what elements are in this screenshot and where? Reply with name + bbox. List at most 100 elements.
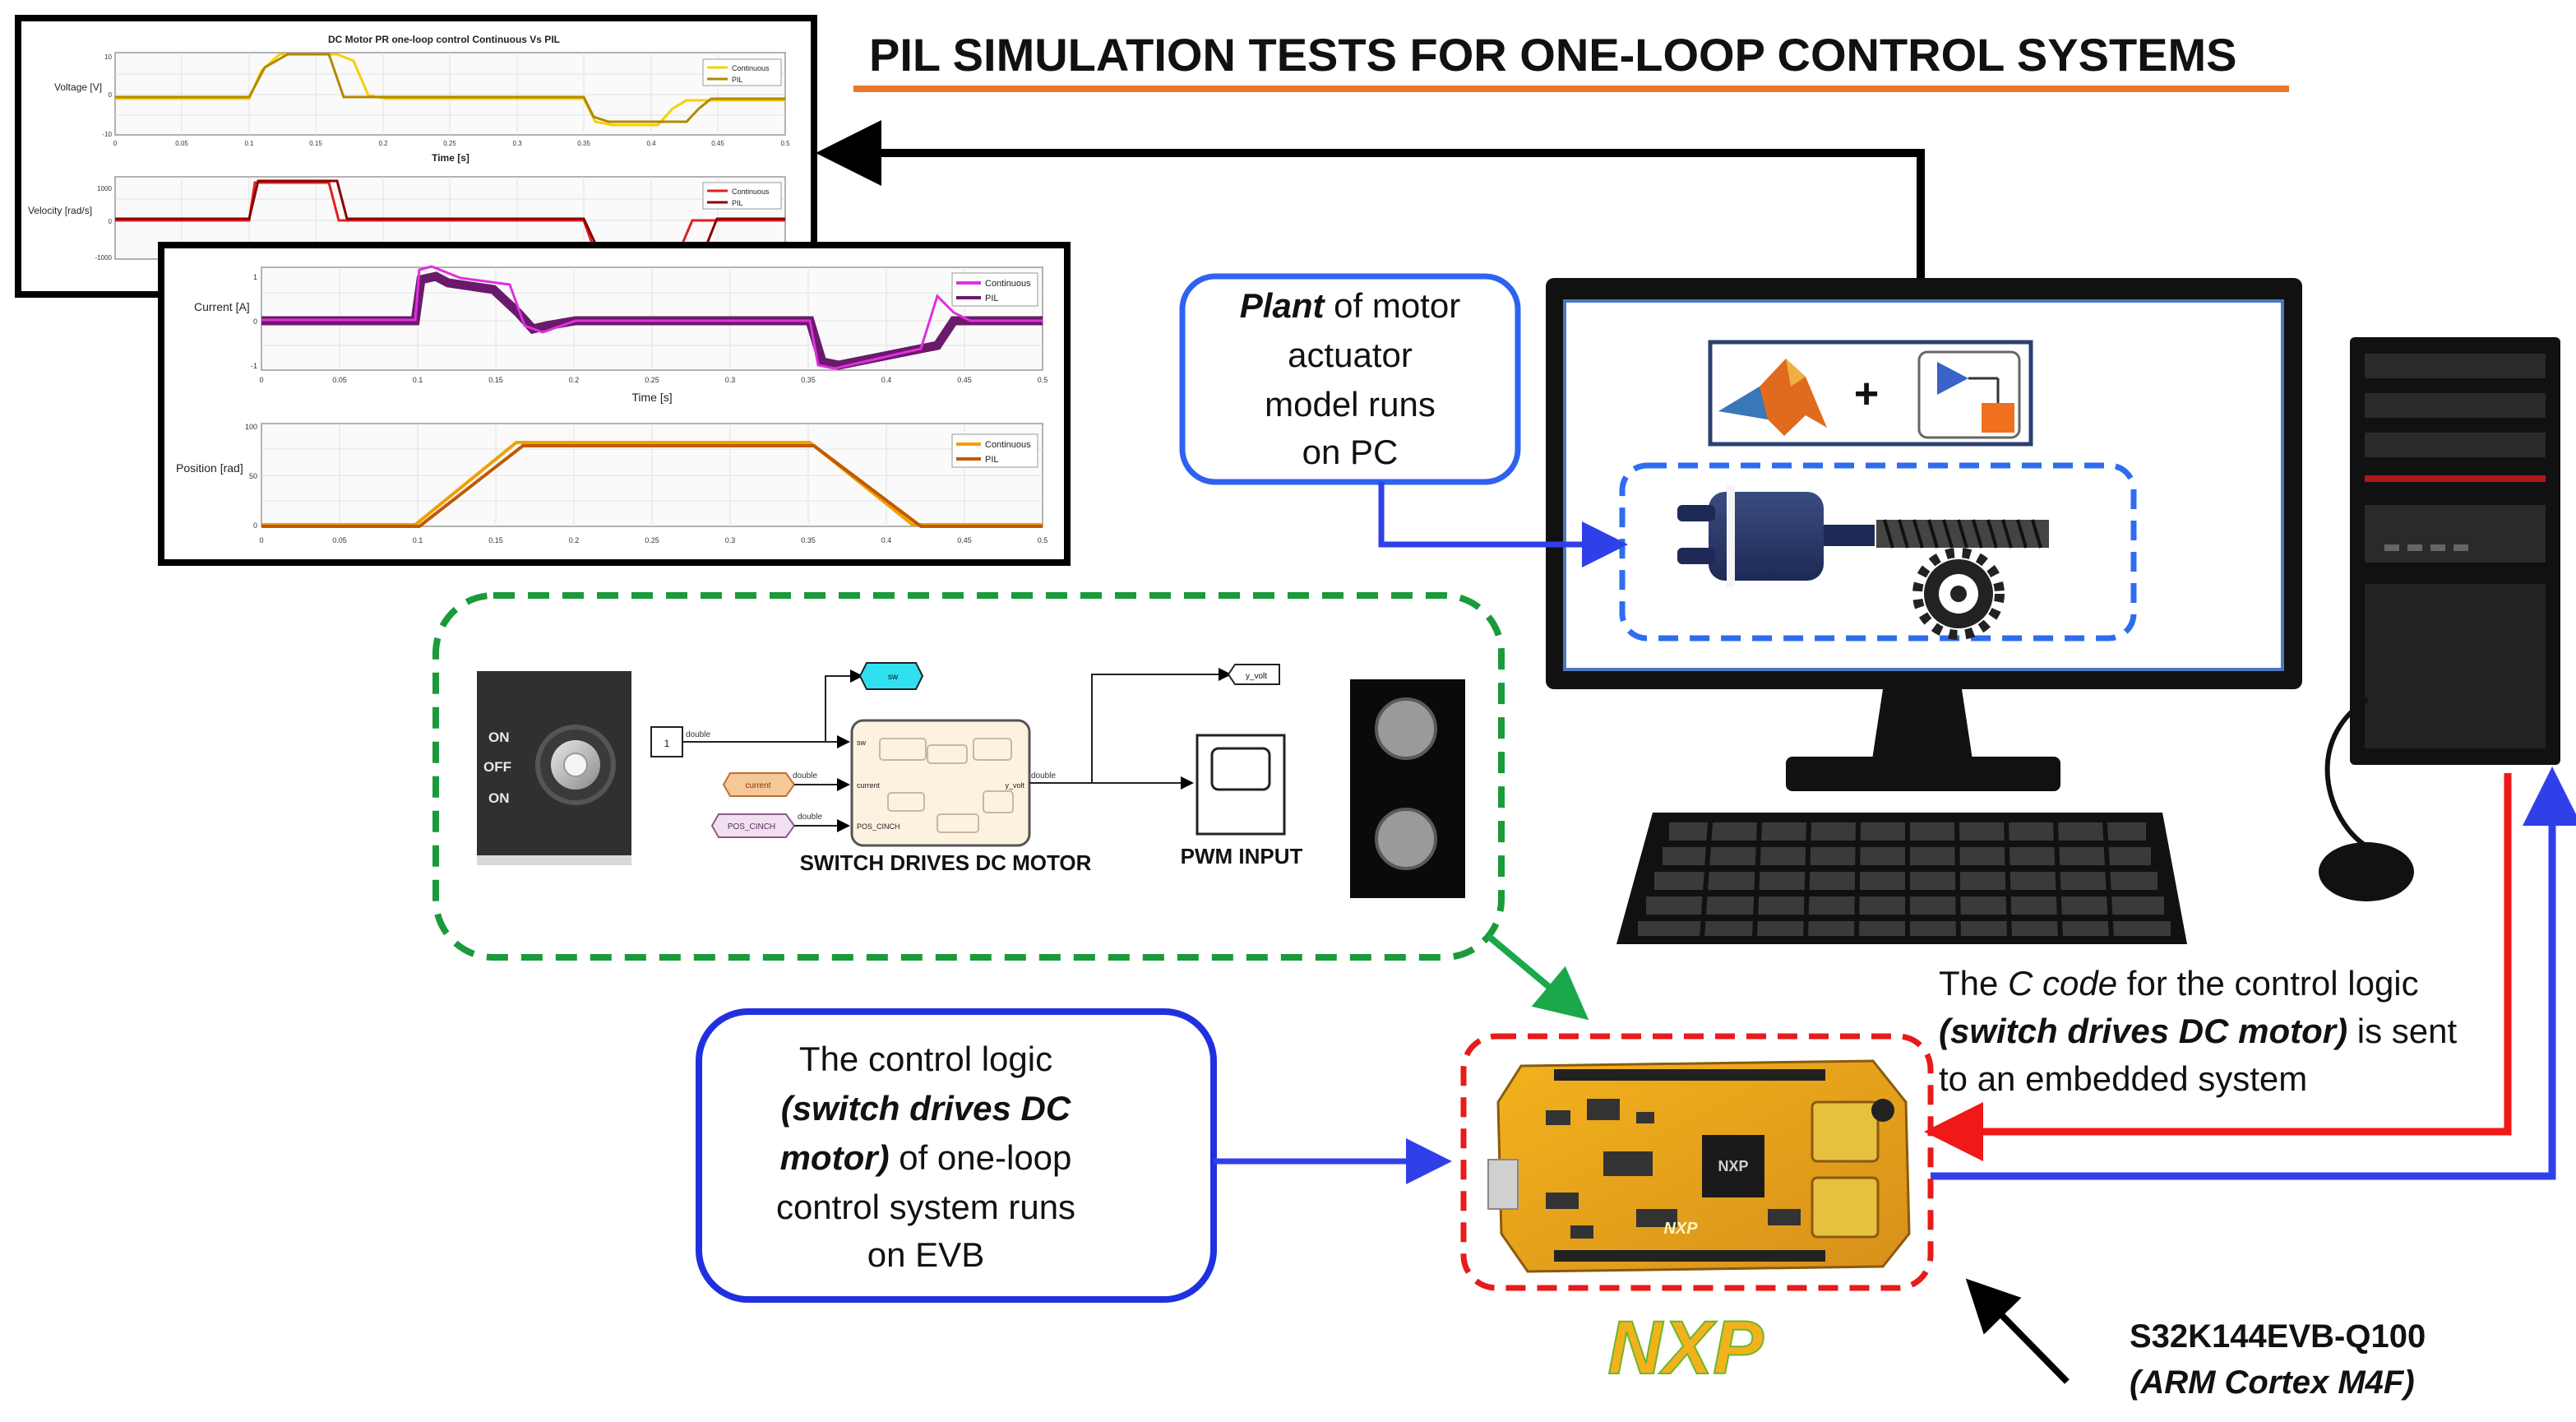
current-xticks: 0 0.05 0.1 0.15 0.2 0.25 0.3 0.35 0.4 0.… xyxy=(259,376,1048,384)
current-legend-pil: PIL xyxy=(985,294,999,303)
current-xtick: 0.45 xyxy=(957,376,972,384)
position-axes: Position [rad] 100 50 0 0 0.05 0.1 0.15 … xyxy=(176,423,1048,544)
pil-feedback-arrow xyxy=(1931,767,2576,1180)
output-signal-type: double xyxy=(1031,771,1056,780)
ccode-line3: to an embedded system xyxy=(1939,1059,2307,1098)
switch-label-on-bottom: ON xyxy=(488,790,510,806)
nxp-logo: NXP xyxy=(1607,1305,1764,1391)
pos-cinch-from-tag[interactable] xyxy=(710,813,796,838)
evb-callout-line2: (switch drives DC xyxy=(781,1089,1071,1128)
current-xtick: 0.2 xyxy=(569,376,580,384)
voltage-ylabel: Voltage [V] xyxy=(54,81,102,93)
position-xtick: 0.2 xyxy=(569,536,580,544)
plant-callout-line3: model runs xyxy=(1265,385,1436,424)
simulink-icon xyxy=(1917,350,2021,439)
current-continuous-line xyxy=(261,265,1043,370)
velocity-legend: Continuous PIL xyxy=(702,182,782,210)
motor-icon xyxy=(1677,485,1875,587)
plant-callout-bold: Plant xyxy=(1240,286,1326,325)
page-title: PIL SIMULATION TESTS FOR ONE-LOOP CONTRO… xyxy=(869,29,2237,81)
board-caption-line2: (ARM Cortex M4F) xyxy=(2130,1364,2415,1401)
code-arrow xyxy=(1486,933,1589,1021)
voltage-legend: Continuous PIL xyxy=(702,58,782,86)
voltage-xtick: 0.35 xyxy=(577,140,590,147)
ccode-line1: The C code for the control logic xyxy=(1939,964,2419,1003)
voltage-xtick: 0.25 xyxy=(443,140,456,147)
current-ytick: 0 xyxy=(253,317,257,326)
pc-tower xyxy=(2350,337,2560,765)
constant-value: 1 xyxy=(664,738,670,749)
monitor: + xyxy=(1546,278,2302,791)
ccode-line2: (switch drives DC motor) is sent xyxy=(1939,1012,2457,1050)
velocity-ytick: -1000 xyxy=(95,254,113,262)
simulink-frame xyxy=(432,592,1505,961)
board-silk-label: NXP xyxy=(1663,1220,1698,1238)
nxp-logo-text: NXP xyxy=(1607,1306,1764,1390)
constant-block[interactable] xyxy=(650,726,683,757)
evb-callout-line1: The control logic xyxy=(799,1040,1052,1078)
voltage-ytick: 0 xyxy=(109,91,113,99)
pwm-scope-block[interactable] xyxy=(1196,734,1286,836)
y-volt-tag-label: y_volt xyxy=(1246,672,1267,681)
plots-window-bottom: Current [A] 1 0 -1 0 0.05 0.1 0.15 0.2 0… xyxy=(158,242,1071,566)
ccode-note: The C code for the control logic (switch… xyxy=(1939,964,2457,1098)
matlab-icon xyxy=(1718,359,1827,436)
evb-callout-line3-rest: of one-loop xyxy=(890,1138,1072,1177)
current-xtick: 0.1 xyxy=(413,376,423,384)
position-ytick: 0 xyxy=(253,521,257,530)
sw-tag-label: sw xyxy=(888,673,899,682)
position-legend-continuous: Continuous xyxy=(985,440,1031,450)
sw-goto-tag[interactable] xyxy=(858,662,924,690)
voltage-xtick: 0.1 xyxy=(244,140,254,147)
current-xtick: 0.05 xyxy=(332,376,347,384)
results-arrow xyxy=(816,120,1925,303)
pos-cinch-signal-type: double xyxy=(798,813,822,822)
stateflow-chart-block[interactable]: sw current POS_CINCH y_volt xyxy=(850,719,1031,847)
current-xtick: 0.15 xyxy=(488,376,503,384)
plus-icon: + xyxy=(1854,370,1879,418)
current-ytick: -1 xyxy=(251,362,257,370)
velocity-legend-pil: PIL xyxy=(732,199,743,207)
velocity-ylabel: Velocity [rad/s] xyxy=(28,205,92,216)
voltage-xtick: 0.05 xyxy=(175,140,188,147)
position-xticks: 0 0.05 0.1 0.15 0.2 0.25 0.3 0.35 0.4 0.… xyxy=(259,536,1048,544)
velocity-pil-line xyxy=(115,179,785,245)
chart-port-y-volt: y_volt xyxy=(1005,781,1024,790)
current-xtick: 0.3 xyxy=(725,376,736,384)
ccode-line1-a: The xyxy=(1939,964,2008,1003)
current-ylabel: Current [A] xyxy=(194,300,250,313)
caption-arrow xyxy=(1965,1278,2070,1384)
velocity-ytick: 0 xyxy=(109,218,113,225)
y-volt-goto-tag[interactable] xyxy=(1227,664,1280,685)
current-legend: Continuous PIL xyxy=(951,272,1038,307)
current-axes: Current [A] 1 0 -1 0 0.05 0.1 0.15 0.2 0… xyxy=(194,265,1048,404)
switch-label-off: OFF xyxy=(483,759,511,775)
position-xtick: 0.15 xyxy=(488,536,503,544)
simulink-diagram: 1 double sw current double POS_CINCH dou… xyxy=(650,662,1465,898)
toggle-switch[interactable]: ON OFF ON xyxy=(477,671,631,865)
position-xtick: 0.1 xyxy=(413,536,423,544)
position-xtick: 0.4 xyxy=(881,536,892,544)
position-xtick: 0 xyxy=(259,536,263,544)
current-from-tag[interactable] xyxy=(722,772,796,797)
chart-port-sw: sw xyxy=(857,739,867,747)
position-ytick: 100 xyxy=(245,423,257,431)
velocity-legend-continuous: Continuous xyxy=(732,188,770,196)
ccode-line1-c: for the control logic xyxy=(2117,964,2419,1003)
current-xtick: 0.35 xyxy=(801,376,816,384)
ccode-line2-b: is sent xyxy=(2347,1012,2457,1050)
position-xtick: 0.3 xyxy=(725,536,736,544)
gear-icon xyxy=(1876,519,2049,640)
keyboard xyxy=(1616,813,2187,944)
voltage-xtick: 0.2 xyxy=(378,140,388,147)
voltage-xlabel: Time [s] xyxy=(432,152,469,164)
position-xtick: 0.05 xyxy=(332,536,347,544)
velocity-ytick: 1000 xyxy=(97,185,112,192)
position-legend-pil: PIL xyxy=(985,455,999,465)
current-xtick: 0.5 xyxy=(1038,376,1048,384)
plant-callout-line4: on PC xyxy=(1302,433,1399,471)
position-pil-line xyxy=(261,444,1043,528)
voltage-xtick: 0.15 xyxy=(309,140,322,147)
current-ytick: 1 xyxy=(253,273,257,281)
current-signal-type: double xyxy=(793,771,817,780)
